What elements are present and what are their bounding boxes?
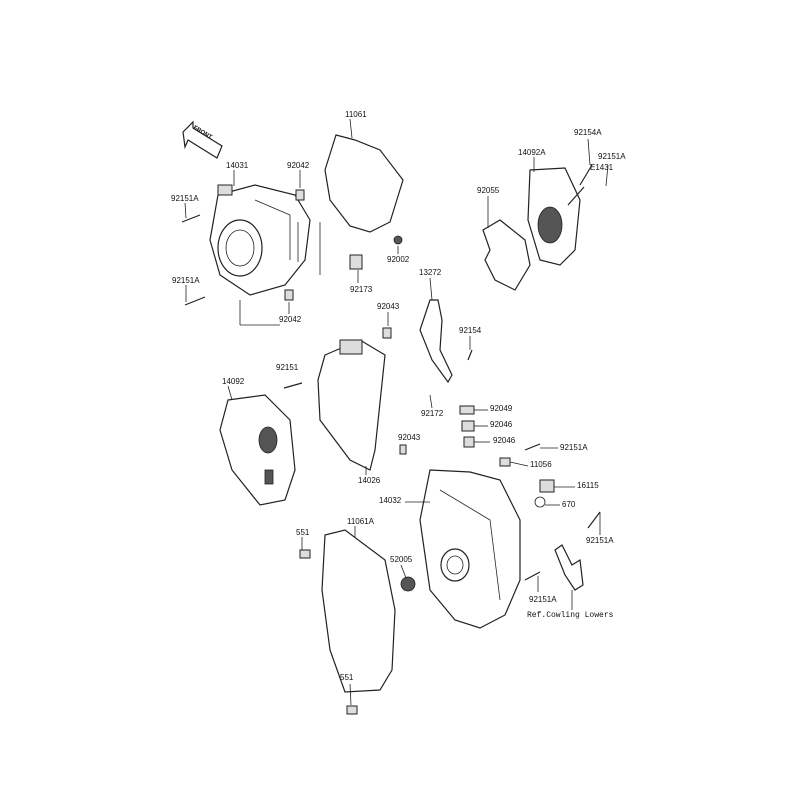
part-label[interactable]: 92151A	[529, 595, 557, 604]
part-label[interactable]: 92154A	[574, 128, 602, 137]
gasket-11061A	[321, 529, 396, 693]
part-label[interactable]: 16115	[577, 481, 599, 490]
part-label[interactable]: 11061A	[347, 517, 374, 526]
part-label[interactable]: 92046	[493, 436, 516, 445]
part-label[interactable]: 92002	[387, 255, 410, 264]
gasket-92055	[482, 219, 531, 291]
part-label[interactable]: 13272	[419, 268, 442, 277]
part-label[interactable]: 92172	[421, 409, 444, 418]
part-label[interactable]: 92151A	[586, 536, 614, 545]
part-label[interactable]: 14092	[222, 377, 245, 386]
part-label[interactable]: 92049	[490, 404, 513, 413]
part-label[interactable]: 92046	[490, 420, 513, 429]
part-label[interactable]: 14092A	[518, 148, 546, 157]
part-label[interactable]: 92151A	[172, 276, 200, 285]
part-label[interactable]: 14032	[379, 496, 402, 505]
part-label[interactable]: 92151A	[598, 152, 626, 161]
part-label[interactable]: 92173	[350, 285, 373, 294]
cover-14092A	[527, 167, 581, 266]
part-label[interactable]: 92154	[459, 326, 482, 335]
part-label[interactable]: 92055	[477, 186, 500, 195]
part-label[interactable]: 14026	[358, 476, 381, 485]
bracket-13272	[419, 299, 453, 384]
gasket-11061	[324, 134, 404, 233]
cover-14031	[209, 184, 311, 296]
part-label[interactable]: 92043	[377, 302, 400, 311]
part-label[interactable]: 52005	[390, 555, 413, 564]
part-label[interactable]: 92043	[398, 433, 421, 442]
part-label[interactable]: 551	[296, 528, 310, 537]
part-label[interactable]: 11056	[530, 460, 552, 469]
part-label[interactable]: 92042	[279, 315, 302, 324]
cover-14032	[419, 469, 521, 629]
diagram-code: E1431	[590, 163, 614, 172]
part-label[interactable]: 551	[340, 673, 354, 682]
fasteners	[181, 164, 601, 715]
part-label[interactable]: 92151A	[560, 443, 588, 452]
part-label[interactable]: 92151A	[171, 194, 199, 203]
plate-14026	[317, 339, 386, 471]
cover-14092	[219, 394, 296, 506]
part-label[interactable]: 14031	[226, 161, 249, 170]
part-label[interactable]: 92151	[276, 363, 299, 372]
part-label[interactable]: 670	[562, 500, 576, 509]
front-arrow-icon	[182, 120, 223, 159]
ref-cowling-lowers-label[interactable]: Ref.Cowling Lowers	[527, 611, 614, 620]
part-label[interactable]: 92042	[287, 161, 310, 170]
leader-lines	[184, 118, 609, 706]
part-label[interactable]: 11061	[345, 110, 367, 119]
